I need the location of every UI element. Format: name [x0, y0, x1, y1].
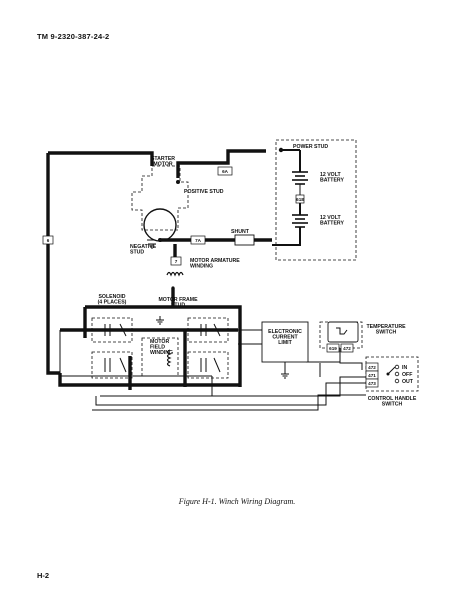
svg-text:7: 7: [175, 259, 178, 264]
label-power-stud: POWER STUD: [293, 144, 328, 150]
battery-1-symbol: [292, 171, 308, 195]
wire-tag-7: 7: [170, 256, 182, 266]
wire-tag-472-top: 472: [340, 343, 354, 353]
svg-text:6: 6: [47, 238, 50, 243]
wire-tag-619: 619: [326, 343, 340, 353]
label-switch-off: OFF: [402, 372, 412, 378]
motor-armature-winding: [166, 271, 184, 290]
temperature-switch: [319, 321, 363, 349]
svg-text:472: 472: [343, 346, 351, 351]
fuse-618: [295, 194, 305, 204]
label-positive-stud: POSITIVE STUD: [184, 189, 224, 195]
shunt: [234, 234, 255, 246]
battery-enclosure: [275, 139, 357, 261]
label-shunt: SHUNT: [231, 229, 250, 235]
starter-motor-symbol: [131, 165, 189, 249]
solenoid-lower-left: [91, 351, 133, 379]
label-switch-out: OUT: [402, 379, 414, 385]
wire-tag-7a: 7A: [190, 235, 206, 245]
wire-tag-6: 6: [42, 235, 54, 245]
solenoid-upper-right: [187, 317, 229, 343]
electronic-current-limit: [261, 321, 309, 363]
svg-text:471: 471: [368, 373, 376, 378]
svg-text:473: 473: [368, 381, 376, 386]
label-solenoid: SOLENOID(4 PLACES): [98, 294, 127, 306]
solenoid-upper-left: [91, 317, 133, 343]
solenoid-lower-right: [187, 351, 229, 379]
motor-frame-stud-ground: [156, 316, 164, 325]
label-switch-in: IN: [402, 365, 407, 371]
svg-text:6A: 6A: [222, 169, 229, 174]
wire-tag-471: 471: [365, 370, 379, 380]
wire-tag-618: 618: [296, 197, 304, 202]
power-stud-terminal: [278, 147, 284, 153]
motor-field-winding: [141, 337, 179, 377]
control-wires: [59, 329, 366, 411]
battery-2-symbol: [292, 214, 308, 228]
wire-tag-6a: 6A: [217, 166, 233, 176]
svg-text:472: 472: [368, 365, 376, 370]
svg-text:7A: 7A: [195, 238, 202, 243]
wire-tag-472: 472: [365, 362, 379, 372]
wire-tag-473: 473: [365, 378, 379, 388]
svg-text:619: 619: [329, 346, 337, 351]
figure-caption: Figure H-1. Winch Wiring Diagram.: [178, 497, 296, 506]
page-number: H-2: [37, 571, 50, 580]
heavy-wires: [46, 149, 272, 390]
page-header: TM 9-2320-387-24-2: [37, 32, 110, 41]
